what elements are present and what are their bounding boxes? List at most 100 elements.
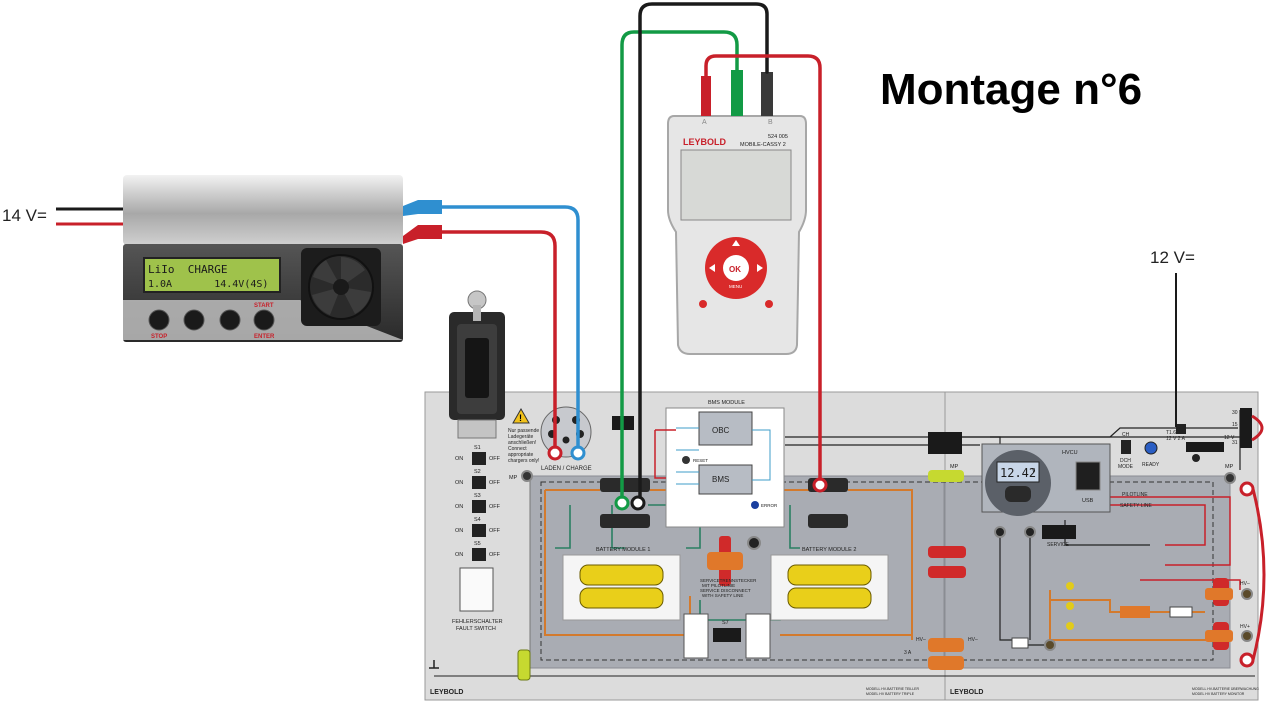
wires [440, 2, 822, 499]
model-right-2: MODEL HV BATTERY MONITOR [1192, 692, 1245, 696]
charger-enter-button[interactable] [253, 309, 275, 331]
hv-plus-contactor-2b[interactable] [1205, 630, 1233, 642]
svg-text:Connect: Connect [508, 446, 527, 452]
cassy-up-arrow[interactable] [732, 240, 740, 246]
cassy-right-arrow[interactable] [757, 264, 763, 272]
svg-text:OFF: OFF [489, 552, 501, 558]
test-jack-u1[interactable] [994, 526, 1006, 538]
svg-text:anschließen!: anschließen! [508, 440, 536, 446]
black-block-mid[interactable] [928, 432, 962, 454]
hvcu-display [996, 461, 1040, 483]
connector-lower-right[interactable] [808, 514, 848, 528]
fuse-holder[interactable] [1176, 424, 1186, 434]
fuse-label-1: T1.6 A [1166, 430, 1181, 436]
service-button[interactable] [1042, 525, 1076, 539]
connector-lower-left[interactable] [600, 514, 650, 528]
terminal-block[interactable] [1240, 408, 1252, 448]
reset-button[interactable] [682, 456, 690, 464]
switch-s7-label: S7 [722, 620, 729, 626]
cassy-left-arrow[interactable] [709, 264, 715, 272]
mp-jack-right[interactable] [1224, 472, 1236, 484]
cassy-small-button-left[interactable] [699, 300, 707, 308]
battery-module-2: BATTERY MODULE 2 [770, 547, 889, 621]
contactor-led-1 [1066, 582, 1074, 590]
fault-switch-label-1: FEHLERSCHALTER [452, 619, 503, 625]
pilot-lines [1110, 496, 1241, 590]
ground-terminal-right[interactable] [1192, 454, 1200, 462]
brand-right: LEYBOLD [950, 689, 983, 696]
dch-label: DCH [1120, 458, 1131, 464]
ch-switch[interactable] [1121, 440, 1131, 454]
hv-jack-2[interactable] [1241, 630, 1253, 642]
mobile-cassy: LEYBOLD 524 005 MOBILE-CASSY 2 A B OK ME… [667, 115, 807, 355]
switch-s4[interactable] [472, 524, 486, 537]
jumper-red-2[interactable] [928, 566, 966, 578]
charger-plus-button[interactable] [219, 309, 241, 331]
charge-jack-red[interactable] [547, 445, 563, 461]
switch-s5[interactable] [472, 548, 486, 561]
switch-column: S1 ON OFF S2 ON OFF S3 ON OFF S4 ON OFF … [455, 445, 501, 561]
switch-s3[interactable] [472, 500, 486, 513]
charger-lcd [143, 257, 281, 293]
charge-jack-blue[interactable] [570, 445, 586, 461]
switch-s7[interactable] [713, 628, 741, 642]
model-right-1: MODELL HV-BATTERIE ÜBERWACHUNG [1192, 687, 1259, 691]
cassy-small-button-right[interactable] [765, 300, 773, 308]
contactor-led-2 [1066, 602, 1074, 610]
terminal-31-label: 31 [1232, 440, 1238, 446]
hvcu-display-unit: V [1032, 468, 1035, 474]
hv-jack-red-bottom[interactable] [1239, 652, 1255, 668]
test-jack-u2[interactable] [1024, 526, 1036, 538]
board-right [944, 391, 1259, 701]
hvcu-knob[interactable] [1005, 486, 1031, 502]
svg-text:!: ! [519, 413, 522, 423]
key-switch[interactable] [449, 290, 505, 439]
warning-text: Nur passende Ladegeräte anschließen! Con… [508, 428, 539, 464]
test-jack-lower[interactable] [1044, 639, 1056, 651]
fuse-label-2: 12 V 2 A [1166, 436, 1186, 442]
cassy-input-b: B [768, 119, 773, 126]
warning-icon [512, 407, 530, 424]
svg-text:S4: S4 [474, 517, 481, 523]
svg-text:S3: S3 [474, 493, 481, 499]
hv-connector-orange-1[interactable] [928, 638, 964, 652]
jumper-red-1[interactable] [928, 546, 966, 558]
charger-lcd-line1: LiIo CHARGE [148, 263, 227, 276]
usb-port[interactable] [1075, 461, 1101, 491]
jack-black[interactable] [630, 495, 646, 511]
charger-stop-button[interactable] [148, 309, 170, 331]
svg-text:SERVICETRENNSTECKER: SERVICETRENNSTECKER [700, 578, 757, 583]
safety-line-label: SAFETY LINE [1120, 503, 1153, 509]
hv-connector-orange-2[interactable] [928, 656, 964, 670]
brand-left: LEYBOLD [430, 689, 463, 696]
model-left-2: MODEL HV BATTERY TRIPLE [866, 692, 915, 696]
cassy-plug-red [701, 76, 711, 116]
switch-s1[interactable] [472, 452, 486, 465]
service-disconnect[interactable] [707, 536, 761, 586]
service-text: SERVICETRENNSTECKER MIT PILOTLINIE SERVI… [700, 578, 757, 598]
connector-upper-left[interactable] [600, 478, 650, 492]
ground-connector[interactable] [517, 649, 531, 681]
cassy-ok-button[interactable] [723, 255, 749, 281]
hv-jack-1[interactable] [1241, 588, 1253, 600]
charger-lcd-line2: 1.0A 14.4V(4S) [148, 279, 268, 290]
hv-jack-red-top[interactable] [1239, 481, 1255, 497]
loop-red-right [1251, 488, 1266, 661]
hv-plus-contactor-1b[interactable] [1205, 588, 1233, 600]
jack-green[interactable] [614, 495, 630, 511]
battery-charger: LiIo CHARGE 1.0A 14.4V(4S) STOP START EN… [123, 175, 403, 342]
resistor-rv [1011, 637, 1029, 649]
relay-12v [1186, 442, 1224, 452]
fault-switch-box[interactable] [459, 567, 494, 612]
model-left-1: MODELL HV-BATTERIE TEILLER [866, 687, 920, 691]
svg-text:MIT PILOTLINIE: MIT PILOTLINIE [702, 583, 735, 588]
mp-jack-left[interactable] [521, 470, 533, 482]
svg-text:S5: S5 [474, 541, 481, 547]
wire-black [638, 2, 769, 499]
battery-module-1-label: BATTERY MODULE 1 [596, 547, 650, 553]
switch-s2[interactable] [472, 476, 486, 489]
jack-red-board[interactable] [812, 477, 828, 493]
jumper-yellow[interactable] [928, 470, 964, 482]
charger-minus-button[interactable] [183, 309, 205, 331]
